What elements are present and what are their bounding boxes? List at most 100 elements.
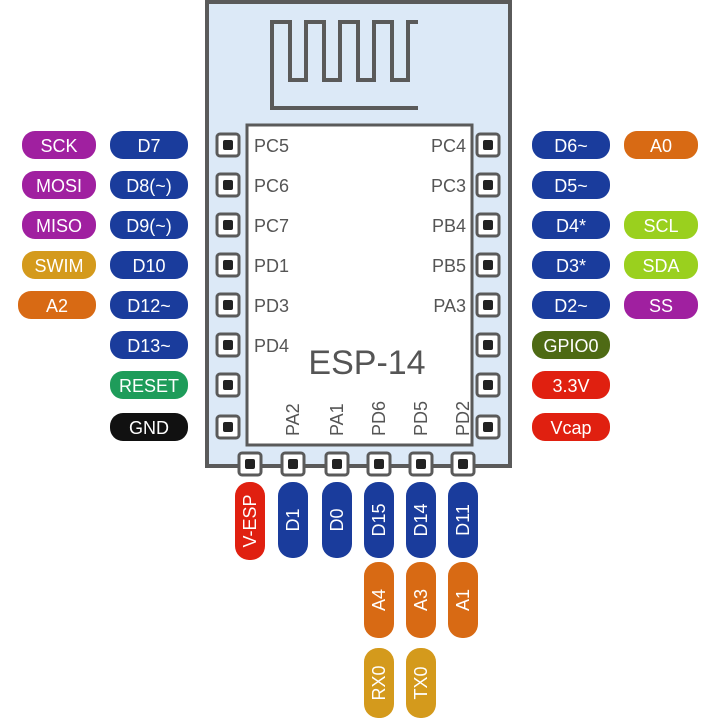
pin-label-text: 3.3V	[552, 376, 589, 396]
pin-label-text: D2~	[554, 296, 588, 316]
pin-label-text: D11	[453, 504, 473, 536]
pin-label-pill	[364, 482, 394, 558]
pin-label-pill	[110, 131, 188, 159]
pin-hole	[483, 340, 493, 350]
module-title: ESP-14	[308, 344, 425, 382]
pin-hole	[223, 180, 233, 190]
pin-label-text: SCL	[643, 216, 678, 236]
chip-pin-label-left: PD3	[254, 296, 289, 316]
pin-label-text: RESET	[119, 376, 179, 396]
pin-label-text: A1	[453, 589, 473, 611]
pin-label-text: A4	[369, 589, 389, 611]
pin-label-pill	[406, 648, 436, 718]
pin-label-text: D6~	[554, 136, 588, 156]
pin-label-pill	[364, 648, 394, 718]
chip-pin-label-right: PB5	[432, 256, 466, 276]
chip-pin-label-bottom: PD5	[411, 401, 431, 436]
pin-label-pill	[532, 413, 610, 441]
pin-hole	[223, 422, 233, 432]
pin-label-text: D15	[369, 503, 389, 536]
pin-label-text: V-ESP	[240, 494, 260, 547]
pin-hole	[332, 459, 342, 469]
pin-label-pill	[110, 331, 188, 359]
pin-label-pill	[110, 413, 188, 441]
pin-hole	[416, 459, 426, 469]
pin-label-pill	[110, 291, 188, 319]
pin-label-pill	[532, 251, 610, 279]
pin-label-pill	[322, 482, 352, 558]
chip-pin-label-right: PA3	[433, 296, 466, 316]
pin-label-text: GPIO0	[543, 336, 598, 356]
chip-pin-label-right: PC3	[431, 176, 466, 196]
chip-pin-label-right: PB4	[432, 216, 466, 236]
pin-label-pill	[532, 291, 610, 319]
pin-hole	[483, 220, 493, 230]
pin-label-pill	[532, 211, 610, 239]
antenna-trace-icon	[270, 20, 418, 110]
pin-hole	[483, 300, 493, 310]
pin-label-pill	[364, 562, 394, 638]
chip-pin-label-bottom: PA1	[327, 403, 347, 436]
pin-label-text: RX0	[369, 665, 389, 700]
chip-pin-label-right: PC4	[431, 136, 466, 156]
pin-label-text: GND	[129, 418, 169, 438]
chip-pin-label-left: PC6	[254, 176, 289, 196]
pin-label-pill	[624, 131, 698, 159]
pin-label-text: D0	[327, 508, 347, 531]
pin-label-text: TX0	[411, 666, 431, 699]
pin-label-text: D10	[132, 256, 165, 276]
pin-hole	[483, 180, 493, 190]
pin-label-text: A2	[46, 296, 68, 316]
pin-hole	[223, 300, 233, 310]
pin-label-text: MOSI	[36, 176, 82, 196]
pin-label-pill	[448, 562, 478, 638]
chip-pin-label-bottom: PD6	[369, 401, 389, 436]
pin-label-pill	[22, 251, 96, 279]
pin-hole	[374, 459, 384, 469]
pin-hole	[223, 220, 233, 230]
pin-label-text: D3*	[556, 256, 586, 276]
pin-label-text: Vcap	[550, 418, 591, 438]
pin-label-text: D1	[283, 508, 303, 531]
pin-hole	[223, 140, 233, 150]
pin-label-text: D13~	[127, 336, 171, 356]
pin-label-text: SCK	[40, 136, 77, 156]
pin-label-text: D9(~)	[126, 216, 172, 236]
chip-pin-label-left: PC5	[254, 136, 289, 156]
pin-hole	[223, 260, 233, 270]
pin-label-pill	[22, 211, 96, 239]
pin-label-pill	[532, 131, 610, 159]
pin-label-text: D4*	[556, 216, 586, 236]
pin-hole	[483, 422, 493, 432]
pin-label-pill	[624, 291, 698, 319]
pin-label-pill	[22, 171, 96, 199]
pin-label-pill	[110, 171, 188, 199]
pin-hole	[223, 340, 233, 350]
pin-label-text: SWIM	[35, 256, 84, 276]
pin-hole	[483, 260, 493, 270]
pin-hole	[223, 380, 233, 390]
pin-label-pill	[406, 482, 436, 558]
pin-label-text: SDA	[642, 256, 679, 276]
pin-hole	[458, 459, 468, 469]
chip-pin-label-left: PC7	[254, 216, 289, 236]
pin-label-pill	[110, 211, 188, 239]
pin-label-pill	[406, 562, 436, 638]
pin-label-text: MISO	[36, 216, 82, 236]
pin-label-pill	[110, 371, 188, 399]
pin-label-pill	[624, 251, 698, 279]
pin-label-text: SS	[649, 296, 673, 316]
pin-hole	[245, 459, 255, 469]
pin-hole	[483, 140, 493, 150]
pin-hole	[288, 459, 298, 469]
chip-pin-label-bottom: PD2	[453, 401, 473, 436]
pin-label-pill	[110, 251, 188, 279]
pin-label-text: D7	[137, 136, 160, 156]
pin-label-pill	[22, 131, 96, 159]
pin-label-pill	[235, 482, 265, 560]
pin-label-pill	[532, 171, 610, 199]
chip-pin-label-left: PD1	[254, 256, 289, 276]
pin-label-text: D8(~)	[126, 176, 172, 196]
pin-hole	[483, 380, 493, 390]
